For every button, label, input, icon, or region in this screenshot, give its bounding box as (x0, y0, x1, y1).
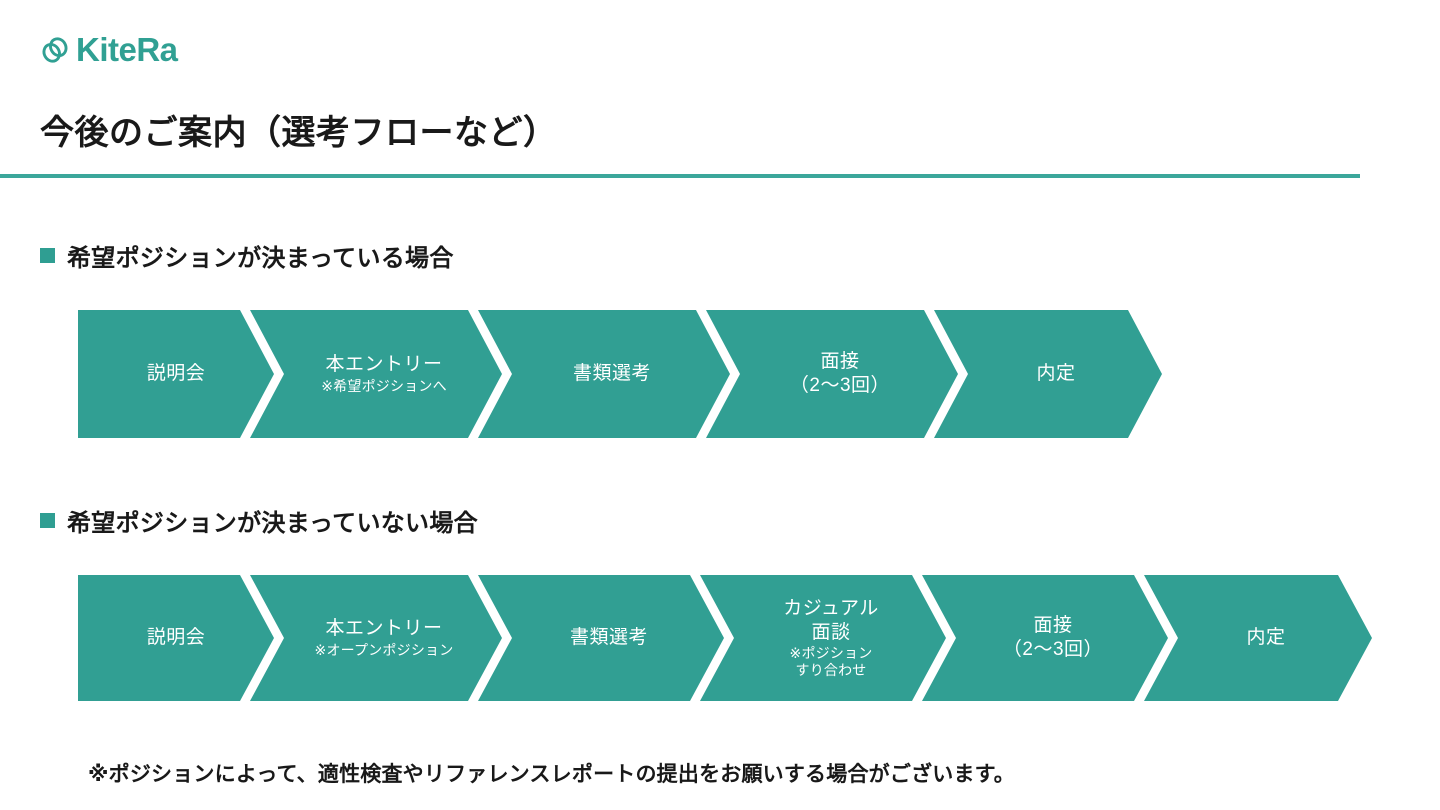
flow-step: 面接 （2～3回） (922, 575, 1168, 701)
square-bullet-icon (40, 248, 55, 263)
interlocking-rings-icon (40, 35, 70, 65)
flow-step-sublabel: ※希望ポジションへ (321, 377, 447, 394)
page-title: 今後のご案内（選考フローなど） (40, 114, 558, 152)
section-heading-2: 希望ポジションが決まっていない場合 (40, 503, 478, 538)
flow-step-label: 書類選考 (569, 627, 648, 649)
footnote: ※ポジションによって、適性検査やリファレンスレポートの提出をお願いする場合がござ… (88, 763, 1015, 786)
flow-step-label: 面接 （2～3回） (789, 351, 891, 396)
flow-step-label: 本エントリー (325, 618, 443, 640)
flow-step-sublabel: ※オープンポジション (314, 641, 454, 658)
flow-step: 書類選考 (478, 310, 730, 438)
section-heading-1: 希望ポジションが決まっている場合 (40, 238, 454, 273)
section-heading-label: 希望ポジションが決まっていない場合 (67, 510, 478, 537)
selection-flow-decided: 説明会 本エントリー ※希望ポジションへ 書類選考 面接 （2～3回） 内定 (78, 310, 1162, 438)
flow-step: 面接 （2～3回） (706, 310, 958, 438)
brand-name: KiteRa (76, 31, 178, 68)
selection-flow-undecided: 説明会 本エントリー ※オープンポジション 書類選考 カジュアル 面談 ※ポジシ… (78, 575, 1372, 701)
flow-step: 内定 (1144, 575, 1372, 701)
flow-step-sublabel: ※ポジション すり合わせ (789, 645, 873, 679)
square-bullet-icon (40, 513, 55, 528)
title-divider (0, 174, 1360, 178)
flow-step: 書類選考 (478, 575, 724, 701)
flow-step: 内定 (934, 310, 1162, 438)
flow-step: 説明会 (78, 575, 274, 701)
flow-step-label: カジュアル 面談 (783, 597, 879, 643)
flow-step-label: 本エントリー (325, 354, 443, 376)
flow-step-label: 面接 （2～3回） (1002, 615, 1104, 660)
flow-step-label: 内定 (1036, 363, 1076, 385)
flow-step-label: 説明会 (146, 627, 206, 649)
flow-step-label: 書類選考 (572, 363, 651, 385)
flow-step: 本エントリー ※オープンポジション (250, 575, 502, 701)
flow-step: 本エントリー ※希望ポジションへ (250, 310, 502, 438)
flow-step: カジュアル 面談 ※ポジション すり合わせ (700, 575, 946, 701)
flow-step: 説明会 (78, 310, 274, 438)
flow-step-label: 説明会 (146, 363, 206, 385)
section-heading-label: 希望ポジションが決まっている場合 (67, 245, 454, 272)
flow-step-label: 内定 (1246, 627, 1286, 649)
brand-logo: KiteRa (40, 33, 178, 66)
